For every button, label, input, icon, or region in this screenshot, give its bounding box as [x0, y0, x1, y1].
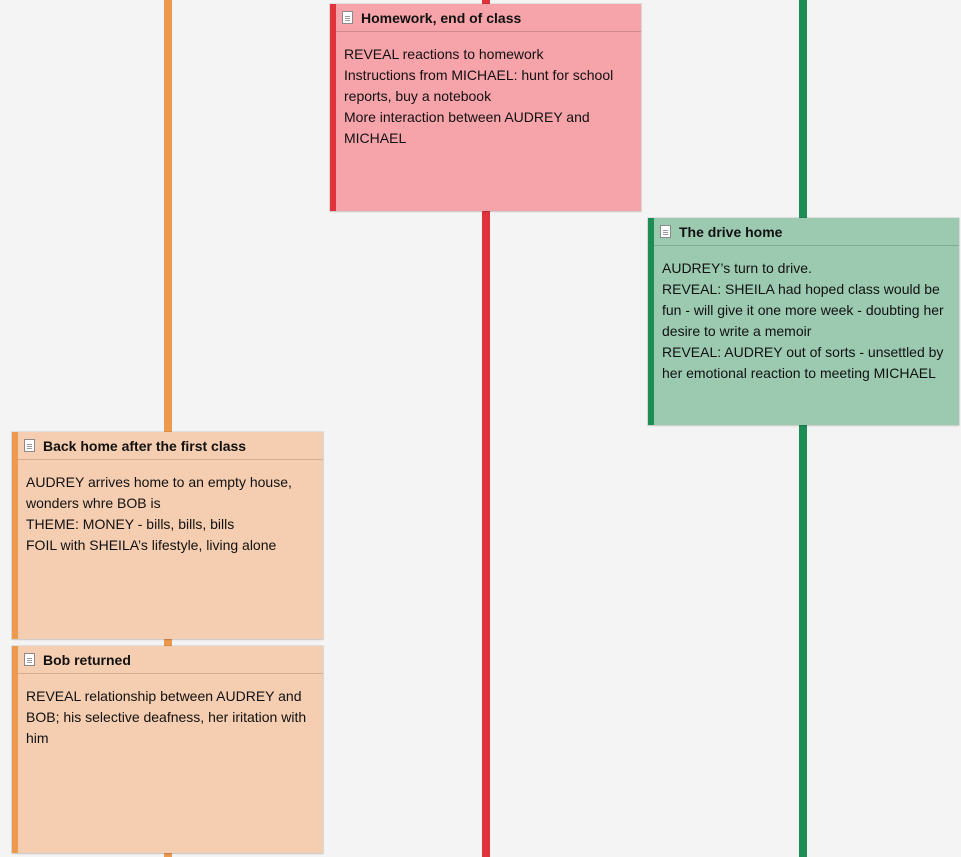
- card-header: Bob returned: [18, 646, 323, 674]
- document-icon: [660, 225, 671, 238]
- synopsis-line: REVEAL: AUDREY out of sorts - unsettled …: [662, 344, 944, 381]
- card-synopsis: REVEAL relationship between AUDREY and B…: [18, 674, 323, 749]
- card-title: Bob returned: [43, 651, 131, 668]
- scene-card-bob-returned[interactable]: Bob returned REVEAL relationship between…: [12, 646, 323, 853]
- synopsis-line: AUDREY’s turn to drive.: [662, 260, 812, 276]
- document-icon: [342, 11, 353, 24]
- scene-card-back-home[interactable]: Back home after the first class AUDREY a…: [12, 432, 323, 639]
- synopsis-line: More interaction between AUDREY and MICH…: [344, 109, 590, 146]
- card-synopsis: REVEAL reactions to homework Instruction…: [336, 32, 641, 149]
- scene-card-homework[interactable]: Homework, end of class REVEAL reactions …: [330, 4, 641, 211]
- synopsis-line: REVEAL reactions to homework: [344, 46, 544, 62]
- synopsis-line: REVEAL relationship between AUDREY and B…: [26, 688, 307, 746]
- card-synopsis: AUDREY arrives home to an empty house, w…: [18, 460, 323, 556]
- document-icon: [24, 653, 35, 666]
- synopsis-line: THEME: MONEY - bills, bills, bills: [26, 516, 235, 532]
- card-title: Back home after the first class: [43, 437, 247, 454]
- synopsis-line: FOIL with SHEILA’s lifestyle, living alo…: [26, 537, 277, 553]
- document-icon: [24, 439, 35, 452]
- timeline-lane-red: [482, 0, 490, 857]
- synopsis-line: AUDREY arrives home to an empty house, w…: [26, 474, 292, 511]
- card-header: Homework, end of class: [336, 4, 641, 32]
- timeline-lane-orange: [164, 0, 172, 857]
- synopsis-line: REVEAL: SHEILA had hoped class would be …: [662, 281, 944, 339]
- card-title: Homework, end of class: [361, 9, 522, 26]
- card-title: The drive home: [679, 223, 783, 240]
- card-header: The drive home: [654, 218, 959, 246]
- scene-card-drive-home[interactable]: The drive home AUDREY’s turn to drive. R…: [648, 218, 959, 425]
- synopsis-line: Instructions from MICHAEL: hunt for scho…: [344, 67, 614, 104]
- card-synopsis: AUDREY’s turn to drive. REVEAL: SHEILA h…: [654, 246, 959, 384]
- card-header: Back home after the first class: [18, 432, 323, 460]
- timeline-lane-green: [799, 0, 807, 857]
